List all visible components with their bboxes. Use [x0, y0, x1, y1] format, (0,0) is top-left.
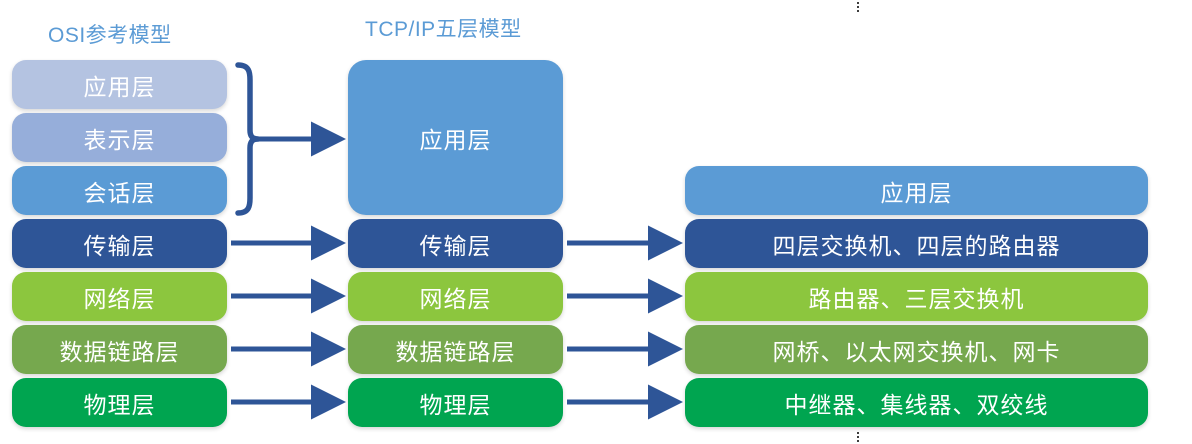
device-layer-application[interactable]: 应用层	[685, 166, 1148, 215]
osi-layer-application[interactable]: 应用层	[12, 60, 227, 109]
guide-mark-top	[857, 2, 859, 14]
brace-application-group	[235, 62, 261, 216]
guide-mark-bottom	[857, 432, 859, 444]
device-layer-transport[interactable]: 四层交换机、四层的路由器	[685, 219, 1148, 268]
tcpip-model-title: TCP/IP五层模型	[365, 18, 522, 41]
osi-model-title: OSI参考模型	[48, 24, 172, 47]
